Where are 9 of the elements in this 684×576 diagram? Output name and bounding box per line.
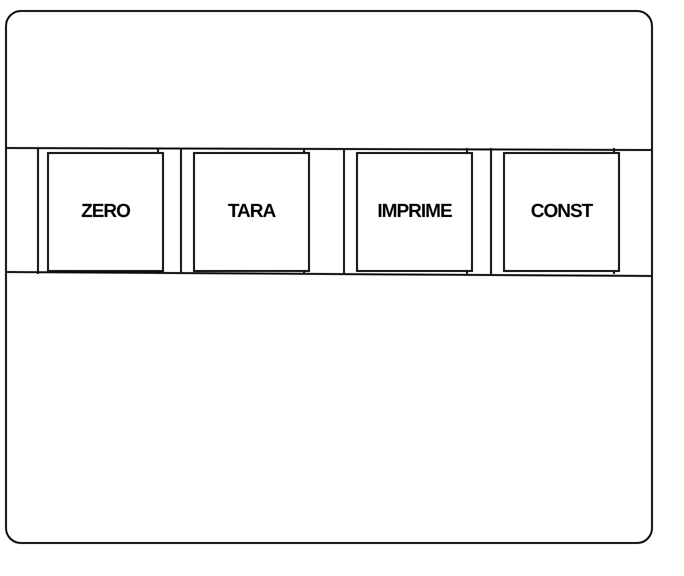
- key-box: [356, 152, 473, 272]
- key-label: ZERO: [81, 201, 130, 223]
- key-box: [503, 152, 620, 272]
- key-box: [193, 152, 310, 272]
- key-label: CONST: [530, 201, 592, 223]
- key-label: TARA: [228, 201, 276, 223]
- key-label: IMPRIME: [377, 201, 452, 223]
- key-box: [47, 152, 164, 272]
- keypad-panel: [5, 10, 653, 544]
